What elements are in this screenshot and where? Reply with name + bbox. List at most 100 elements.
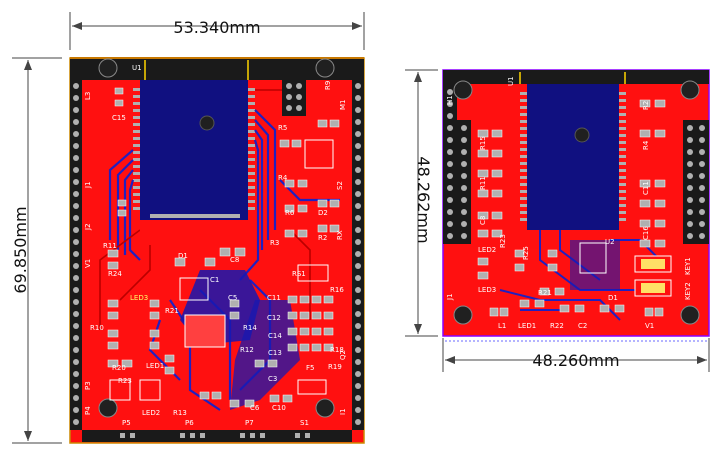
svg-text:R2: R2 [318,234,327,242]
right-mount-hole-bl [453,305,473,325]
svg-text:R4: R4 [278,174,288,182]
svg-text:R24: R24 [108,270,122,278]
svg-text:R4: R4 [642,140,650,150]
svg-text:D1: D1 [178,252,188,260]
right-u2 [579,242,607,274]
svg-text:U1: U1 [132,64,142,72]
right-mount-hole-br [680,305,700,325]
svg-text:C12: C12 [267,314,281,322]
svg-text:J1: J1 [84,181,92,189]
svg-text:R2: R2 [642,101,650,110]
left-mount-hole-br [315,398,335,418]
svg-text:R25: R25 [522,246,530,260]
left-board: U1 L3 C15 J1 J2 V1 R11 R24 LED3 R10 R20 … [69,57,365,444]
svg-text:R5: R5 [278,124,287,132]
svg-text:LED1: LED1 [518,322,536,330]
svg-text:J2: J2 [84,223,92,231]
right-height-label: 48.262mm [414,156,433,243]
right-width-dimension: 48.260mm [442,338,710,372]
svg-text:U1: U1 [507,76,515,86]
svg-text:L1: L1 [498,322,506,330]
right-mount-hole-tl [453,80,473,100]
svg-text:C2: C2 [578,322,587,330]
svg-text:R23: R23 [118,377,132,385]
svg-text:R11: R11 [479,176,487,190]
svg-text:P4: P4 [84,406,92,415]
svg-text:C8: C8 [479,216,487,225]
svg-text:U2: U2 [605,238,615,246]
svg-text:M1: M1 [339,100,347,111]
left-width-dimension: 53.340mm [69,12,365,50]
svg-text:L3: L3 [84,92,92,100]
svg-text:R14: R14 [243,324,257,332]
svg-text:I1: I1 [339,408,347,415]
svg-text:C1: C1 [210,276,219,284]
left-header-left [70,80,82,430]
svg-text:V1: V1 [645,322,654,330]
svg-text:KEY1: KEY1 [684,257,692,275]
svg-text:LED3: LED3 [478,286,496,294]
right-height-dimension: 48.262mm [405,69,438,337]
svg-text:LED1: LED1 [146,362,164,370]
svg-text:P5: P5 [122,419,131,427]
right-mount-hole-tr [680,80,700,100]
svg-text:R21: R21 [538,289,552,297]
svg-text:R13: R13 [173,409,187,417]
svg-text:S1: S1 [300,419,309,427]
svg-text:R22: R22 [550,322,564,330]
svg-text:R19: R19 [328,363,342,371]
right-module-hole [574,127,590,143]
svg-text:R20: R20 [112,364,126,372]
left-mount-hole-tr [315,58,335,78]
svg-text:LED3: LED3 [130,294,148,302]
svg-text:C11: C11 [267,294,281,302]
left-height-label: 69.850mm [11,206,30,293]
left-module-hole [199,115,215,131]
right-silk-labels: U1 H1 LED2 LED3 R23 R25 R21 L1 LED1 R22 … [446,76,692,330]
svg-text:D2: D2 [318,209,328,217]
svg-text:C14: C14 [268,332,282,340]
svg-text:C8: C8 [230,256,239,264]
left-mount-hole-tl [98,58,118,78]
left-regulator-ic [184,314,226,348]
svg-text:C15: C15 [112,114,126,122]
svg-text:KEY2: KEY2 [684,282,692,300]
svg-text:S2: S2 [336,181,344,190]
svg-text:LED2: LED2 [478,246,496,254]
left-top-band [70,58,364,80]
svg-text:R23: R23 [499,234,507,248]
svg-text:R10: R10 [90,324,104,332]
svg-text:R15: R15 [479,136,487,150]
svg-text:P6: P6 [185,419,194,427]
svg-text:V1: V1 [84,259,92,268]
svg-text:C5: C5 [228,294,237,302]
svg-text:R12: R12 [240,346,254,354]
svg-text:D1: D1 [608,294,618,302]
right-width-label: 48.260mm [532,351,619,370]
left-width-label: 53.340mm [173,18,260,37]
svg-text:H1: H1 [446,95,454,105]
left-silk-labels: U1 L3 C15 J1 J2 V1 R11 R24 LED3 R10 R20 … [84,64,347,427]
svg-text:J1: J1 [446,293,454,301]
svg-text:C16: C16 [642,226,650,240]
svg-text:R9: R9 [324,81,332,90]
svg-text:Q2: Q2 [339,350,347,360]
svg-text:R11: R11 [103,242,117,250]
svg-text:F5: F5 [306,364,314,372]
svg-text:C10: C10 [272,404,286,412]
left-module-u1 [140,80,248,220]
svg-text:R21: R21 [165,307,179,315]
svg-text:RS1: RS1 [292,270,306,278]
svg-text:R18: R18 [330,346,344,354]
svg-text:C3: C3 [268,375,277,383]
left-height-dimension: 69.850mm [11,57,62,444]
svg-text:LED2: LED2 [142,409,160,417]
left-header-right [352,80,364,430]
right-board: U1 H1 LED2 LED3 R23 R25 R21 L1 LED1 R22 … [442,69,710,337]
svg-text:R16: R16 [330,286,344,294]
svg-text:C11: C11 [642,181,650,195]
svg-text:R6: R6 [285,209,295,217]
svg-text:C13: C13 [268,349,282,357]
right-module-u1 [527,84,619,230]
